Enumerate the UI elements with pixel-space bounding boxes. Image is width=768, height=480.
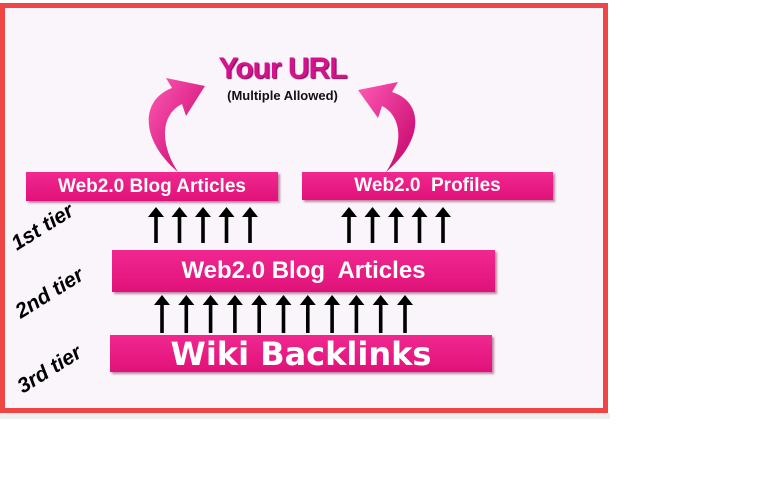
up-arrow-icon [372,295,389,333]
tier1-profiles-box: Web2.0 Profiles [302,172,553,200]
your-url-subtitle: (Multiple Allowed) [227,88,338,103]
up-arrow-icon [275,295,292,333]
up-arrow-icon [251,295,268,333]
up-arrow-icon [226,295,243,333]
tier3-wiki-backlinks-box: Wiki Backlinks [110,335,492,373]
up-arrow-icon [154,295,170,333]
tier1-blog-articles-box: Web2.0 Blog Articles [26,172,278,201]
arrows-layer [148,78,451,333]
up-arrow-icon [148,207,164,243]
up-arrow-icon [341,207,357,243]
up-arrow-icon [299,295,316,333]
up-arrow-icon [242,207,258,243]
your-url-title: Your URL [218,52,347,85]
up-arrow-icon [364,207,381,243]
up-arrow-icon [435,207,451,243]
curved-arrow-left-icon [148,78,205,172]
up-arrow-icon [202,295,219,333]
up-arrow-icon [171,207,188,243]
up-arrow-icon [324,295,341,333]
up-arrow-icon [411,207,428,243]
tier2-blog-articles-box: Web2.0 Blog Articles [112,250,495,292]
up-arrow-icon [218,207,235,243]
up-arrow-icon [397,295,413,333]
up-arrow-icon [195,207,211,243]
up-arrow-icon [388,207,404,243]
up-arrow-icon [178,295,195,333]
bottom-band [0,413,610,419]
curved-arrow-right-icon [358,82,416,172]
up-arrow-icon [348,295,365,333]
